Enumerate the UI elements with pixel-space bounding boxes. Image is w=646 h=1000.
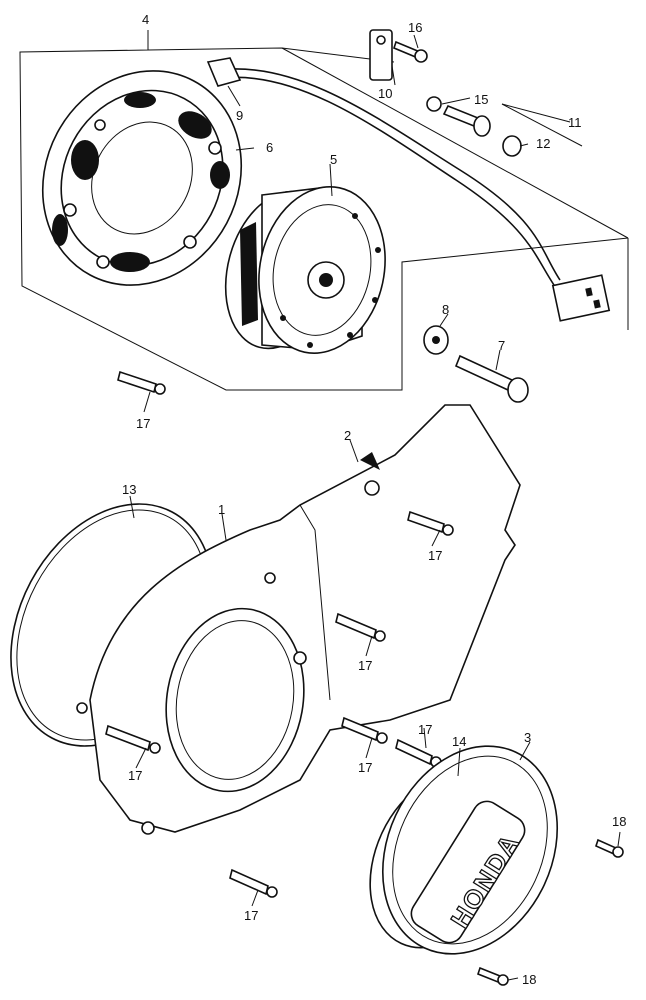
nut-12 bbox=[502, 135, 522, 157]
callout-17-bottom: 17 bbox=[244, 908, 258, 923]
crankcase-cover bbox=[76, 404, 521, 835]
bolt-7 bbox=[454, 354, 529, 403]
callout-17-stator: 17 bbox=[136, 416, 150, 431]
callout-16: 16 bbox=[408, 20, 422, 35]
rotor bbox=[224, 186, 386, 354]
stator bbox=[41, 70, 243, 286]
callout-10: 10 bbox=[378, 86, 392, 101]
callout-17-lower-mid: 17 bbox=[358, 760, 372, 775]
callout-17-upper: 17 bbox=[428, 548, 442, 563]
leader-lines bbox=[129, 34, 621, 981]
callout-9: 9 bbox=[236, 108, 243, 123]
callout-11: 11 bbox=[568, 115, 582, 130]
callout-6: 6 bbox=[266, 140, 273, 155]
screw-16 bbox=[393, 40, 428, 63]
bolt-17-bottom bbox=[229, 868, 278, 898]
screw-18-lower bbox=[477, 966, 509, 986]
oring-15 bbox=[426, 96, 442, 112]
callout-17-mid: 17 bbox=[358, 658, 372, 673]
callout-3: 3 bbox=[524, 730, 531, 745]
callout-17-lower-left: 17 bbox=[128, 768, 142, 783]
bolt-17-lower-left bbox=[105, 724, 161, 754]
wire-harness bbox=[206, 57, 611, 322]
washer-8 bbox=[423, 325, 449, 355]
screw-18-upper bbox=[595, 838, 624, 858]
bolt-11 bbox=[442, 104, 491, 137]
callout-15: 15 bbox=[474, 92, 488, 107]
wire-clamp bbox=[369, 29, 393, 81]
point-cover: HONDA bbox=[381, 745, 559, 955]
callout-12: 12 bbox=[536, 136, 550, 151]
callout-7: 7 bbox=[498, 338, 505, 353]
callout-17-right: 17 bbox=[418, 722, 432, 737]
callout-14: 14 bbox=[452, 734, 466, 749]
bolt-17-upper bbox=[407, 510, 454, 536]
callout-1: 1 bbox=[218, 502, 225, 517]
bolt-17-stator bbox=[117, 370, 166, 395]
callout-5: 5 bbox=[330, 152, 337, 167]
callout-18-lower: 18 bbox=[522, 972, 536, 987]
stator-group-bracket bbox=[19, 30, 629, 391]
callout-13: 13 bbox=[122, 482, 136, 497]
callout-2: 2 bbox=[344, 428, 351, 443]
callout-4: 4 bbox=[142, 12, 149, 27]
bolt-17-right bbox=[395, 738, 442, 768]
callout-labels: 4 16 10 9 6 5 15 11 12 8 7 17 2 13 1 17 … bbox=[122, 12, 626, 987]
callout-18-upper: 18 bbox=[612, 814, 626, 829]
bolt-17-lower-mid bbox=[341, 716, 388, 744]
bolt-17-mid bbox=[335, 612, 386, 642]
callout-8: 8 bbox=[442, 302, 449, 317]
